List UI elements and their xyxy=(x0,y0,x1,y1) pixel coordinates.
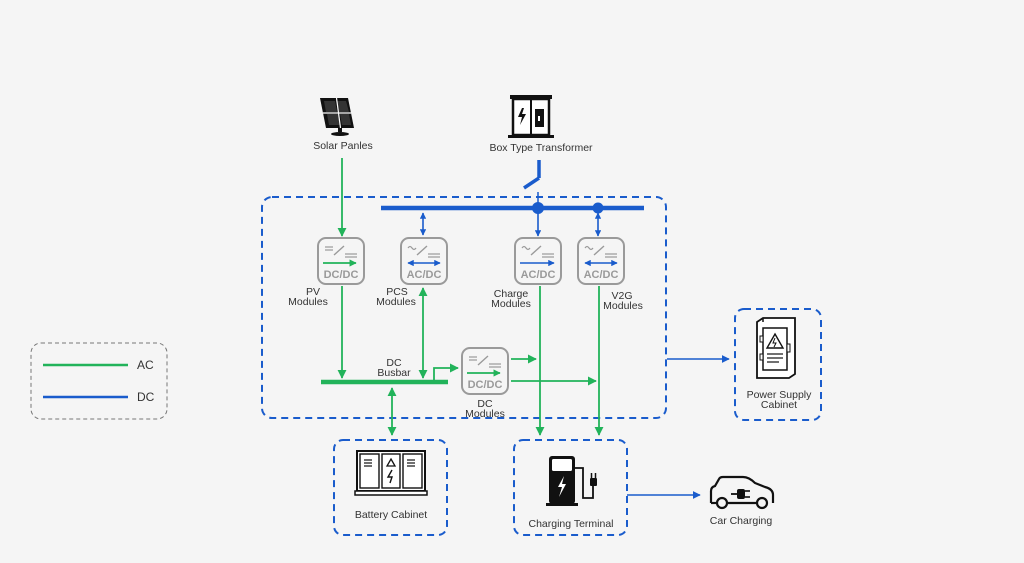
solar-label: Solar Panles xyxy=(313,140,373,152)
legend-dc-label: DC xyxy=(137,390,155,404)
electric-car-icon xyxy=(709,475,775,510)
charging-station-icon xyxy=(546,456,597,506)
pv-label-1: PV xyxy=(306,286,320,298)
charging-terminal-label: Charging Terminal xyxy=(528,518,613,530)
charging-terminal-boundary xyxy=(513,439,628,536)
v2g-module-type: AC/DC xyxy=(584,269,619,281)
electrical-cabinet-icon xyxy=(756,317,796,379)
pcs-module-type: AC/DC xyxy=(407,269,442,281)
car-charging-label: Car Charging xyxy=(710,515,773,527)
battery-cabinet-label: Battery Cabinet xyxy=(355,509,427,521)
v2g-module[interactable]: AC/DC xyxy=(577,237,625,285)
bus-node-charge xyxy=(532,202,544,214)
battery-cabinet-icon xyxy=(354,450,428,496)
v2g-label-2: Modules xyxy=(603,300,643,312)
solar-panel-icon xyxy=(320,97,354,136)
busbar-to-dc-module-line xyxy=(433,363,459,380)
dc-module-label-1: DC xyxy=(477,398,493,410)
system-boundary xyxy=(261,196,667,419)
charge-module-type: AC/DC xyxy=(521,269,556,281)
power-supply-label-1: Power Supply xyxy=(747,389,813,401)
pv-module-type: DC/DC xyxy=(324,269,359,281)
pcs-label-2: Modules xyxy=(376,296,416,308)
dc-module-label-2: Modules xyxy=(465,408,505,420)
legend-ac-label: AC xyxy=(137,358,154,372)
charge-label-1: Charge xyxy=(494,288,529,300)
v2g-label-1: V2G xyxy=(611,290,632,302)
transformer-switch xyxy=(523,160,541,207)
transformer-icon xyxy=(508,95,554,138)
dc-module[interactable]: DC/DC xyxy=(461,347,509,395)
charge-label-2: Modules xyxy=(491,298,531,310)
legend: AC DC xyxy=(30,342,168,420)
power-supply-label-2: Cabinet xyxy=(761,399,797,411)
pcs-module[interactable]: AC/DC xyxy=(400,237,448,285)
busbar-label-1: DC xyxy=(386,357,402,369)
battery-cabinet-boundary xyxy=(333,439,448,536)
power-supply-boundary xyxy=(734,308,822,421)
busbar-label-2: Busbar xyxy=(377,367,411,379)
bus-node-v2g xyxy=(592,202,604,214)
legend-border xyxy=(30,342,168,420)
transformer-label: Box Type Transformer xyxy=(489,142,593,154)
pcs-label-1: PCS xyxy=(386,286,408,298)
charge-module[interactable]: AC/DC xyxy=(514,237,562,285)
pv-label-2: Modules xyxy=(288,296,328,308)
dc-module-type: DC/DC xyxy=(468,379,503,391)
pv-module[interactable]: DC/DC xyxy=(317,237,365,285)
